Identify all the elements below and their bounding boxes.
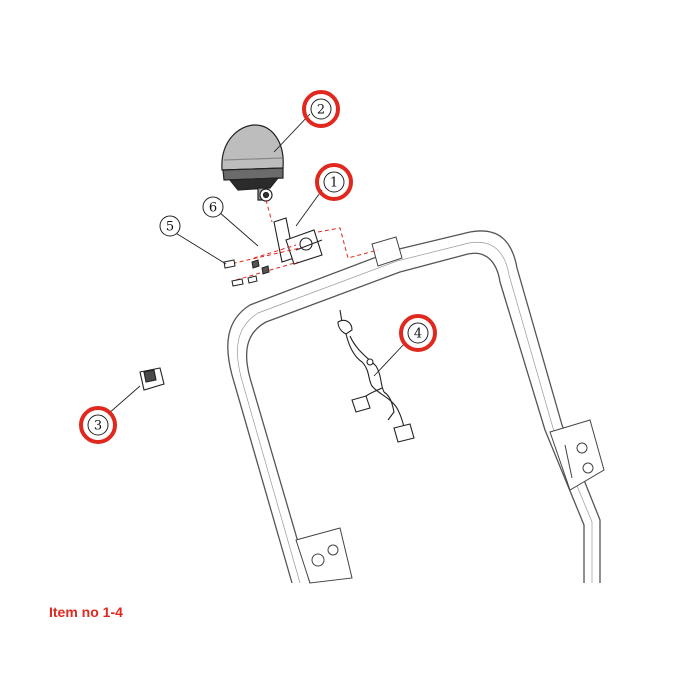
bolts-and-screws [223,259,270,287]
beacon-lamp [221,124,284,202]
callout-number: 1 [330,176,338,191]
callout-circle [323,171,345,193]
callout-number: 4 [414,327,422,342]
callout-number: 6 [209,201,217,216]
callout-highlight-ring [315,163,353,201]
leader-lines [107,113,406,415]
mounting-bracket [273,217,323,265]
callout-highlight-ring [302,90,340,128]
callout-circle [407,322,429,344]
callout-circle [310,98,332,120]
frame-joint [371,236,403,267]
callout-1: 1 [315,163,353,201]
callout-highlight-ring [79,406,117,444]
right-bracket [549,419,605,491]
callout-highlight-ring [399,314,437,352]
item-caption: Item no 1-4 [49,604,123,620]
callout-circle [202,196,224,218]
callout-2: 2 [302,90,340,128]
callout-number: 3 [94,419,102,434]
wiring-harness [337,309,415,443]
callout-circle [159,215,181,237]
switch-part [139,367,165,391]
callout-4: 4 [399,314,437,352]
callout-number: 5 [166,220,174,235]
callout-circle [87,414,109,436]
callout-3: 3 [79,406,117,444]
callout-6: 6 [202,196,224,218]
assembly-guide-lines [225,199,379,281]
callout-number: 2 [317,103,325,118]
left-bracket [295,527,353,584]
callout-5: 5 [159,215,181,237]
handlebar-frame [227,230,601,584]
